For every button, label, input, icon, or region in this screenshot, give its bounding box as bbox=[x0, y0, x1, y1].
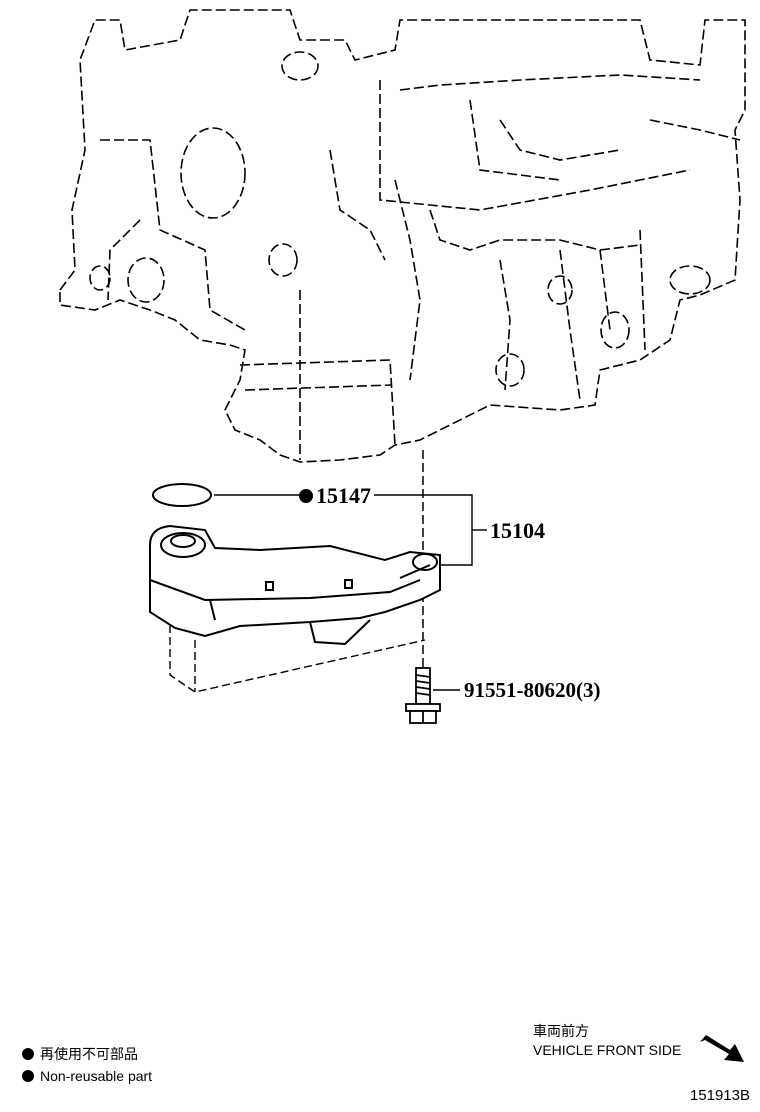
leader-lines bbox=[214, 494, 487, 691]
front-arrow-icon bbox=[700, 1035, 744, 1062]
diagram-id: 151913B bbox=[689, 1087, 750, 1104]
legend-english-text: Non-reusable part bbox=[40, 1068, 153, 1084]
o-ring-part bbox=[152, 483, 212, 507]
part-number-strainer: 15104 bbox=[490, 518, 545, 543]
vehicle-front-english: VEHICLE FRONT SIDE bbox=[533, 1042, 682, 1058]
oil-strainer-part bbox=[149, 524, 441, 646]
legend-dot-icon bbox=[22, 1070, 34, 1082]
part-number-o-ring: 15147 bbox=[316, 483, 371, 508]
vehicle-front-label: 車両前方 VEHICLE FRONT SIDE bbox=[533, 1022, 681, 1060]
legend-row-japanese: 再使用不可部品 bbox=[22, 1043, 152, 1065]
bolt-part bbox=[405, 667, 441, 724]
engine-block-outline bbox=[59, 9, 746, 463]
strainer-phantom-outline bbox=[169, 625, 426, 693]
legend: 再使用不可部品 Non-reusable part bbox=[22, 1043, 152, 1087]
part-number-bolt: 91551-80620(3) bbox=[464, 678, 601, 702]
vehicle-front-japanese: 車両前方 bbox=[533, 1023, 589, 1039]
legend-japanese-text: 再使用不可部品 bbox=[40, 1046, 138, 1062]
legend-dot-icon bbox=[22, 1048, 34, 1060]
legend-row-english: Non-reusable part bbox=[22, 1065, 152, 1087]
non-reusable-dot-icon bbox=[299, 489, 313, 503]
